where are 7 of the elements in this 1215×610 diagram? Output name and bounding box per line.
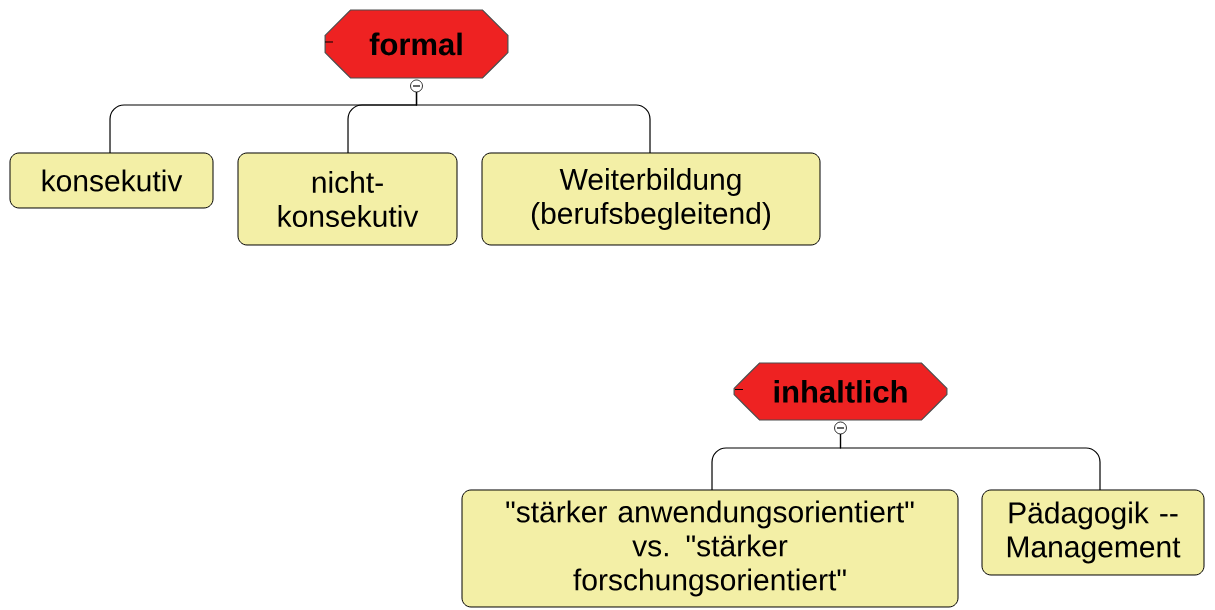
subtopic-box: konsekutiv: [9, 152, 214, 209]
topic-box: inhaltlich: [733, 362, 948, 421]
subtopic-box: nicht-konsekutiv: [237, 152, 458, 246]
subtopic-box: "stärker anwendungsorientiert" vs. "stärker forschungsorientiert": [461, 489, 959, 608]
topic-box: formal: [324, 9, 509, 79]
subtopic-box: Weiterbildung (berufsbegleitend): [481, 152, 821, 246]
subtopic-box: Pädagogik -- Management: [981, 489, 1205, 576]
